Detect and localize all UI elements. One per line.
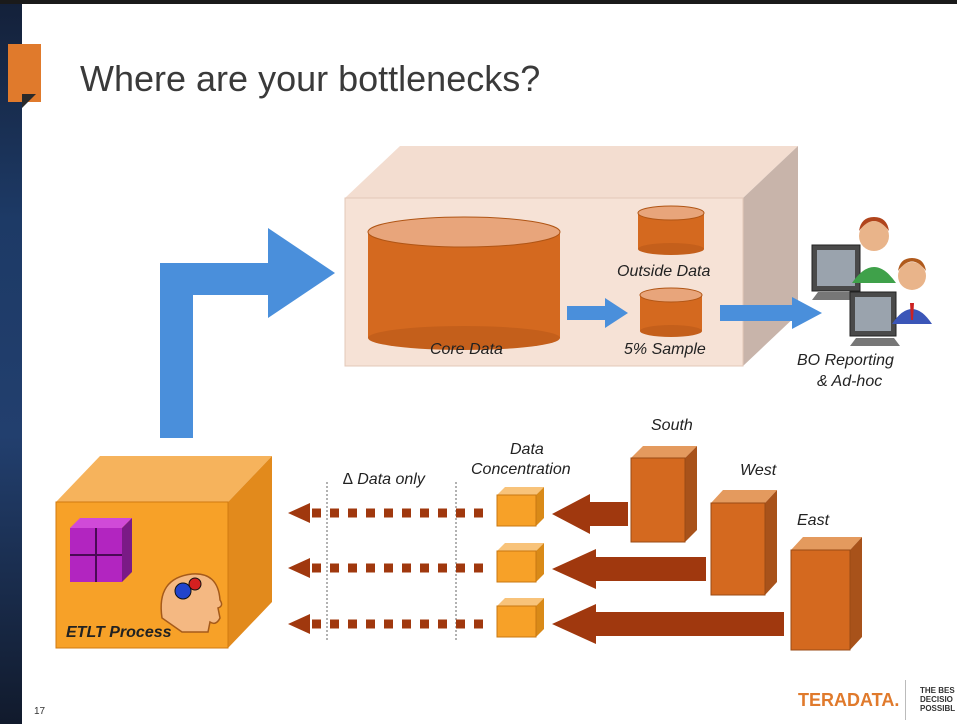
page-title: Where are your bottlenecks? (80, 58, 541, 99)
outside-data-cylinder (637, 205, 705, 255)
teradata-logo: TERADATA. (798, 690, 900, 710)
reporting-users-icon (811, 217, 932, 346)
top-rule (0, 0, 957, 4)
reporting-label-line1: BO Reporting (797, 352, 894, 369)
logo-separator (905, 680, 906, 720)
delta-arrow-2 (288, 558, 488, 578)
core-data-cylinder (367, 216, 561, 350)
concentration-label-line1: Data (510, 441, 544, 458)
thinking-head-icon (160, 573, 223, 633)
concentration-cube-1 (496, 487, 544, 527)
slide-sidebar (0, 4, 22, 724)
page-number: 17 (34, 706, 46, 717)
reporting-label-line2: & Ad-hoc (817, 373, 883, 390)
delta-label: ∆ Data only (343, 471, 425, 488)
region-label-east: East (797, 512, 830, 529)
east-box (790, 537, 862, 651)
etlt-label: ETLT Process (66, 624, 172, 641)
delta-arrow-1 (288, 503, 488, 523)
west-arrow (552, 549, 706, 589)
south-arrow (552, 494, 628, 534)
etlt-to-warehouse-arrow (160, 228, 335, 438)
brand-tagline: THE BES DECISIO POSSIBL (920, 686, 956, 713)
east-arrow (552, 604, 784, 644)
delta-arrow-3 (288, 614, 488, 634)
sample-cylinder (639, 287, 703, 337)
title-accent (8, 44, 41, 102)
region-label-south: South (651, 417, 693, 434)
region-label-west: West (740, 462, 777, 479)
concentration-cube-2 (496, 543, 544, 583)
title-accent-fold (22, 94, 36, 108)
sample-label: 5% Sample (624, 341, 706, 358)
core-data-label: Core Data (430, 341, 503, 358)
west-box (710, 490, 777, 596)
sample-to-reporting-arrow (720, 297, 822, 329)
process-blocks-icon (70, 518, 132, 582)
outside-data-label: Outside Data (617, 263, 711, 280)
concentration-label-line2: Concentration (471, 461, 571, 478)
core-to-sample-arrow (567, 298, 628, 328)
south-box (630, 446, 697, 543)
concentration-cube-3 (496, 598, 544, 638)
